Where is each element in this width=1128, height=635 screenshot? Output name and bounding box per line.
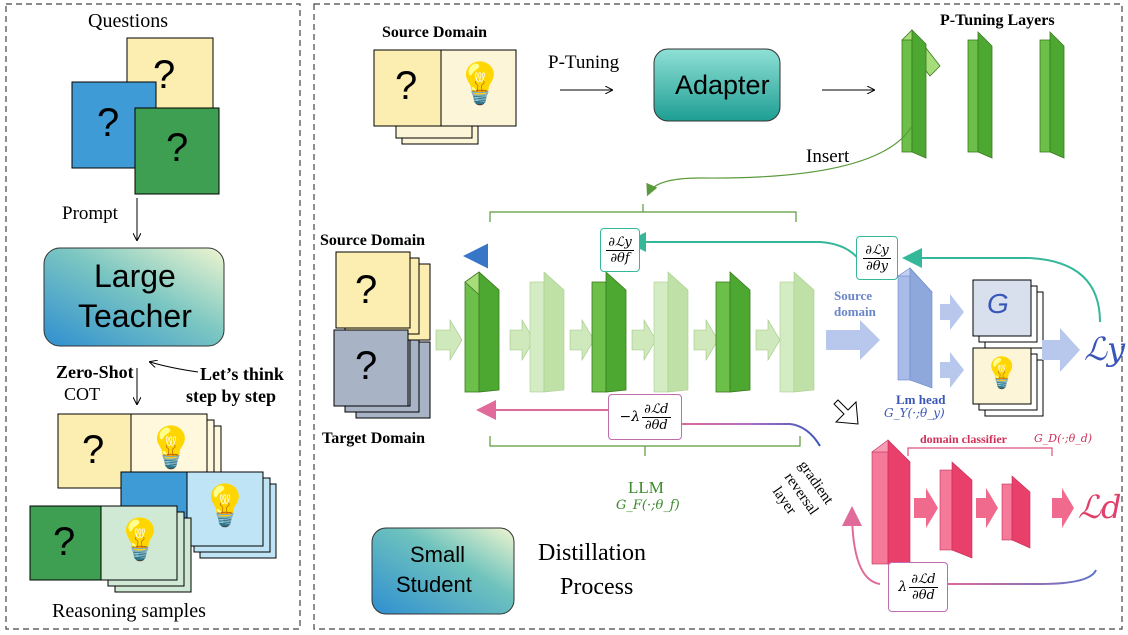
grad-ly-thy-arrow [902, 248, 1101, 323]
llm-label: LLM [628, 478, 664, 497]
lambda-arrow [946, 569, 1097, 585]
p-tuning-layer-1 [901, 29, 941, 159]
insert-label: Insert [806, 146, 850, 167]
question-mark-blue: ? [97, 101, 120, 145]
process-label-line1: Distillation [538, 540, 646, 566]
domain-classifier-function: G_D(·;θ_d) [1034, 432, 1093, 445]
prompt-label: Prompt [62, 203, 118, 224]
question-mark-reason-1: ? [82, 428, 105, 472]
large-teacher-box [43, 247, 225, 347]
target-domain-label: Target Domain [322, 430, 425, 447]
grad-neg-lambda-label: −λ ∂ℒd∂θd [608, 394, 682, 440]
grad-ly-thf-arrow [626, 232, 863, 265]
question-card-green [134, 107, 220, 195]
questions-label: Questions [88, 10, 168, 32]
bulb-output-stack [972, 347, 1044, 417]
llm-layers [435, 271, 815, 393]
grad-ly-thy-label: ∂ℒy∂θy [856, 236, 898, 280]
lm-head-up-arrow [940, 294, 964, 330]
g-output-stack [972, 279, 1044, 349]
lightbulb-icon: 💡 [983, 357, 1021, 390]
llm-top-brace [489, 204, 797, 222]
right-panel-border [313, 3, 1123, 630]
source-domain-label: Source Domain [320, 232, 426, 249]
question-mark-top-source: ? [395, 64, 418, 108]
domain-classifier-label: domain classifier [920, 432, 1007, 446]
target-domain-front-card [333, 329, 409, 407]
insert-arrow [646, 125, 913, 197]
lightbulb-icon: 💡 [115, 517, 165, 562]
lm-head-down-arrow [940, 352, 964, 388]
small-student-box [371, 527, 515, 615]
lm-head-block [897, 267, 933, 389]
classifier-bracket [907, 447, 1053, 456]
teacher-label-line1: Large [94, 258, 176, 294]
lets-think-arrow [150, 362, 199, 373]
adapter-box [653, 48, 781, 122]
lightbulb-icon: 💡 [200, 483, 250, 528]
loss-y-label: ℒy [1084, 330, 1126, 368]
source-domain-flow-line2: domain [834, 304, 876, 319]
reasoning-samples-label: Reasoning samples [52, 600, 206, 622]
p-tuning-layer-2 [967, 31, 993, 159]
source-flow-arrow [826, 320, 880, 360]
left-panel-border [5, 3, 301, 630]
llm-function: G_F(·;θ_f) [616, 498, 680, 513]
lets-think-line2: step by step [186, 386, 277, 406]
lambda-arrow-up [842, 506, 881, 585]
grad-lambda-label: λ ∂ℒd∂θd [888, 562, 948, 612]
llm-bottom-brace [489, 436, 801, 456]
student-label-line1: Small [410, 542, 466, 567]
p-tuning-layer-3 [1039, 31, 1065, 159]
process-label-line2: Process [560, 574, 634, 600]
reasoning-stack-bottom [29, 505, 192, 593]
zero-shot-label: Zero-Shot [56, 362, 134, 382]
reasoning-stack-mid [120, 471, 277, 559]
g-glyph-icon: G [987, 288, 1009, 319]
lets-think-line1: Let’s think [200, 364, 284, 384]
p-tuning-label: P-Tuning [548, 52, 620, 73]
source-domain-top-label: Source Domain [382, 24, 488, 41]
question-mark-yellow: ? [153, 53, 176, 97]
question-mark-source: ? [355, 268, 378, 312]
lightbulb-icon: 💡 [146, 425, 196, 470]
p-tuning-layers-label: P-Tuning Layers [940, 12, 1055, 29]
to-classifier-arrow [833, 399, 859, 425]
question-mark-target: ? [355, 344, 378, 388]
source-domain-stack [335, 251, 431, 341]
source-domain-flow-line1: Source [834, 288, 873, 303]
lm-head-function: G_Y(·;θ_y) [884, 406, 945, 420]
loss-d-label: ℒd [1078, 488, 1122, 526]
lightbulb-icon: 💡 [455, 61, 505, 106]
domain-classifier-blocks [871, 439, 1074, 575]
source-domain-top-stack [373, 49, 517, 145]
neg-lambda-arrow [678, 423, 821, 447]
grad-ly-thf-label: ∂ℒy∂θf [600, 228, 640, 272]
question-mark-green: ? [166, 126, 189, 170]
question-mark-reason-3: ? [53, 520, 76, 564]
adapter-label: Adapter [675, 70, 770, 100]
cot-label: COT [64, 384, 100, 404]
to-loss-y-arrow [1042, 328, 1080, 372]
teacher-label-line2: Teacher [78, 298, 192, 334]
lm-head-label: Lm head [896, 392, 946, 407]
student-label-line2: Student [396, 572, 472, 597]
